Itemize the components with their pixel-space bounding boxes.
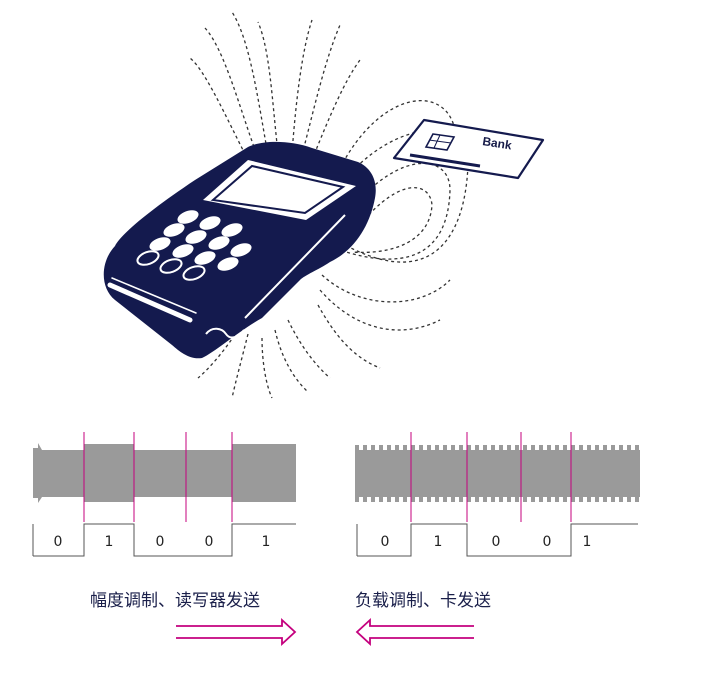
left-caption: 幅度调制、读写器发送 bbox=[90, 591, 260, 611]
left-bit-2: 0 bbox=[156, 534, 165, 550]
right-bit-4: 1 bbox=[583, 534, 592, 550]
pos-terminal bbox=[103, 141, 376, 359]
right-caption: 负载调制、卡发送 bbox=[355, 591, 491, 611]
left-signal-panel: 0 1 0 0 1 幅度调制、读写器发送 bbox=[32, 432, 297, 647]
keypad bbox=[149, 210, 252, 271]
arrow-left-icon bbox=[355, 617, 474, 647]
arrow-right-icon bbox=[176, 617, 297, 647]
function-keys bbox=[136, 250, 206, 281]
right-bit-1: 1 bbox=[434, 534, 443, 550]
left-bit-signal bbox=[33, 523, 296, 557]
right-signal-panel: 0 1 0 0 1 负载调制、卡发送 bbox=[355, 432, 640, 647]
left-bit-3: 0 bbox=[205, 534, 214, 550]
left-bit-0: 0 bbox=[54, 534, 63, 550]
magnetic-field-lines bbox=[189, 11, 469, 399]
left-bit-4: 1 bbox=[262, 534, 271, 550]
left-bit-markers bbox=[83, 432, 233, 522]
contactless-card: Bank bbox=[392, 118, 545, 180]
card-bank-label: Bank bbox=[482, 134, 513, 152]
right-bit-signal bbox=[357, 523, 638, 557]
right-bit-3: 0 bbox=[543, 534, 552, 550]
right-bit-2: 0 bbox=[492, 534, 501, 550]
left-bit-1: 1 bbox=[105, 534, 114, 550]
card-slot bbox=[107, 282, 193, 323]
left-am-waveform bbox=[33, 443, 296, 503]
right-bit-0: 0 bbox=[381, 534, 390, 550]
right-bit-markers bbox=[410, 432, 572, 522]
right-load-waveform bbox=[355, 445, 640, 502]
card-chip-icon bbox=[424, 133, 456, 151]
